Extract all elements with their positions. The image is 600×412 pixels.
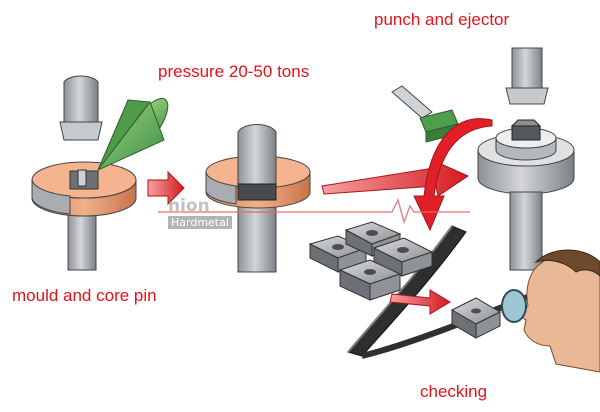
lower-punch-2 bbox=[237, 195, 277, 273]
watermark-pulse bbox=[158, 197, 470, 225]
arrow-step-1 bbox=[147, 170, 185, 206]
gripper bbox=[391, 85, 459, 143]
upper-punch-2 bbox=[237, 124, 277, 185]
upper-punch-1 bbox=[63, 75, 99, 123]
stage-mould bbox=[31, 75, 169, 271]
loupe-icon bbox=[501, 289, 527, 323]
stage-press bbox=[205, 124, 311, 273]
label-mould-core: mould and core pin bbox=[12, 286, 157, 305]
insert-group bbox=[308, 221, 434, 301]
inspector-face bbox=[519, 253, 600, 373]
arrow-press-to-eject bbox=[321, 159, 470, 197]
insert-4 bbox=[338, 259, 402, 301]
arrow-to-checking bbox=[389, 289, 451, 315]
stage-eject bbox=[477, 47, 575, 271]
watermark-sub: Hardmetal bbox=[168, 216, 232, 229]
arrow-eject-to-belt bbox=[413, 118, 493, 232]
upper-punch-3 bbox=[511, 47, 543, 89]
core-pin bbox=[77, 169, 87, 187]
ejected-insert bbox=[511, 125, 541, 141]
label-checking: checking bbox=[420, 382, 488, 401]
insert-1 bbox=[308, 235, 368, 273]
inspector bbox=[501, 249, 600, 373]
powder-funnel bbox=[97, 97, 169, 171]
inspector-hair bbox=[534, 249, 600, 277]
checked-insert bbox=[450, 297, 502, 339]
insert-3 bbox=[372, 237, 434, 277]
label-punch-ejector: punch and ejector bbox=[374, 10, 510, 29]
label-pressure: pressure 20-50 tons bbox=[158, 62, 310, 81]
ejector-rod bbox=[509, 191, 543, 271]
compacted-powder bbox=[237, 183, 277, 201]
watermark-brand: nion bbox=[168, 196, 210, 216]
